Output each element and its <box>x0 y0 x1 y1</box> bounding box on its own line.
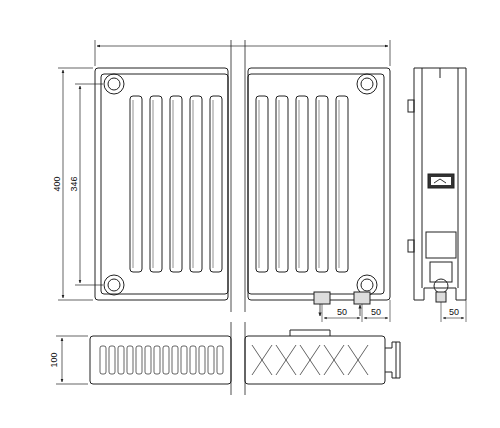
panel-channel-edge <box>259 100 260 268</box>
convector-fin <box>252 345 272 375</box>
dimension-value: 50 <box>370 307 382 317</box>
dimension-value: 50 <box>448 307 460 317</box>
panel-channel-edge <box>213 100 214 268</box>
width-dimension <box>95 40 390 66</box>
panel-channel <box>276 96 288 272</box>
panel-channel-edge <box>279 100 280 268</box>
panel-channel-edge <box>319 100 320 268</box>
convector-fin <box>217 346 223 374</box>
convector-fin <box>136 346 142 374</box>
convector-fin <box>181 346 187 374</box>
convector-fin <box>300 345 320 375</box>
convector-fin <box>154 346 160 374</box>
break-lines <box>231 40 245 395</box>
panel-channel <box>190 96 202 272</box>
valve-connections <box>314 292 390 322</box>
convector-fin <box>190 346 196 374</box>
panel-channel <box>210 96 222 272</box>
panel-channel <box>296 96 308 272</box>
convector-fin <box>208 346 214 374</box>
panel-channel <box>316 96 328 272</box>
convector-fin <box>100 346 106 374</box>
depth-dimension <box>56 336 88 384</box>
convector-fin <box>163 346 169 374</box>
connection-bosses <box>104 74 377 295</box>
panel-channel-edge <box>193 100 194 268</box>
dimension-value: 400 <box>52 175 62 192</box>
convector-fin <box>348 345 368 375</box>
convector-fin <box>118 346 124 374</box>
panel-channel <box>256 96 268 272</box>
convector-fin <box>172 346 178 374</box>
panel-channel <box>170 96 182 272</box>
convector-fins <box>100 345 368 375</box>
dimension-value: 50 <box>336 307 348 317</box>
dimension-value: 100 <box>49 351 59 368</box>
convector-fin <box>199 346 205 374</box>
panel-channel-edge <box>153 100 154 268</box>
dimension-value: 346 <box>69 175 79 192</box>
convector-fin <box>109 346 115 374</box>
side-view <box>408 68 466 322</box>
panel-channel-edge <box>133 100 134 268</box>
panel-channels <box>130 96 348 272</box>
convector-fin <box>324 345 344 375</box>
top-view <box>90 330 400 384</box>
convector-fin <box>127 346 133 374</box>
panel-channel <box>130 96 142 272</box>
convector-fin <box>276 345 296 375</box>
panel-channel <box>336 96 348 272</box>
convector-fin <box>145 346 151 374</box>
panel-channel-edge <box>299 100 300 268</box>
panel-channel-edge <box>339 100 340 268</box>
panel-channel <box>150 96 162 272</box>
height-dimensions <box>58 68 103 300</box>
front-view <box>95 68 390 300</box>
panel-channel-edge <box>173 100 174 268</box>
